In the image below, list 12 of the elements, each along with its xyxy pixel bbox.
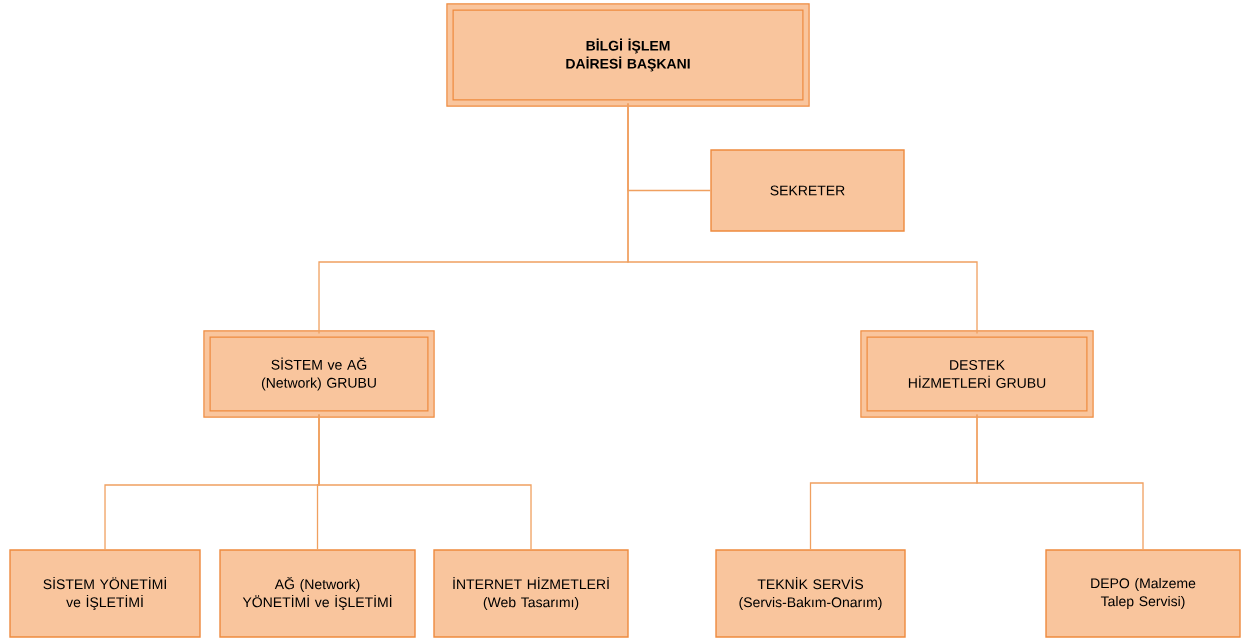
connector-line bbox=[318, 413, 532, 550]
connector-line bbox=[976, 413, 1144, 550]
org-box: DEPO (Malzeme Talep Servisi) bbox=[1045, 549, 1241, 638]
org-box: AĞ (Network) YÖNETİMİ ve İŞLETİMİ bbox=[219, 549, 416, 638]
org-box: SEKRETER bbox=[710, 149, 905, 232]
org-box: DESTEK HİZMETLERİ GRUBU bbox=[860, 330, 1094, 418]
org-box: SİSTEM YÖNETİMİ ve İŞLETİMİ bbox=[9, 549, 201, 638]
org-box: BİLGİ İŞLEM DAİRESİ BAŞKANI bbox=[446, 3, 810, 107]
org-box: İNTERNET HİZMETLERİ (Web Tasarımı) bbox=[433, 549, 629, 638]
org-box: TEKNİK SERVİS (Servis-Bakım-Onarım) bbox=[715, 549, 906, 638]
connector-line bbox=[627, 102, 978, 335]
org-box: SİSTEM ve AĞ (Network) GRUBU bbox=[203, 330, 435, 418]
